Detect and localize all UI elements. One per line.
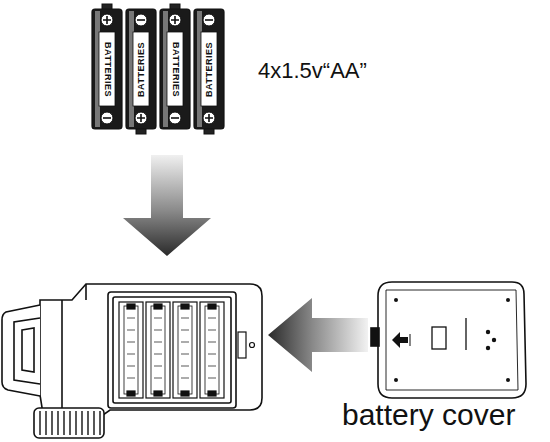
aa-battery <box>92 4 122 129</box>
aa-battery <box>126 9 156 134</box>
down-arrow <box>123 155 211 256</box>
aa-battery <box>194 9 224 134</box>
aa-battery <box>160 4 190 129</box>
device-body <box>2 284 262 420</box>
battery-compartment <box>119 302 224 398</box>
part-name: battery cover <box>342 400 515 430</box>
battery-label: BATTERIES <box>205 42 214 97</box>
battery-label: BATTERIES <box>103 42 112 97</box>
left-arrow <box>268 298 368 372</box>
battery-label: BATTERIES <box>137 42 146 97</box>
aa-batteries <box>92 4 224 134</box>
adjust-knob <box>34 408 104 438</box>
battery-spec: 4x1.5v“AA” <box>258 60 367 82</box>
battery-cover-part <box>371 282 526 398</box>
battery-label: BATTERIES <box>171 42 180 97</box>
compartment-latch <box>238 332 255 358</box>
